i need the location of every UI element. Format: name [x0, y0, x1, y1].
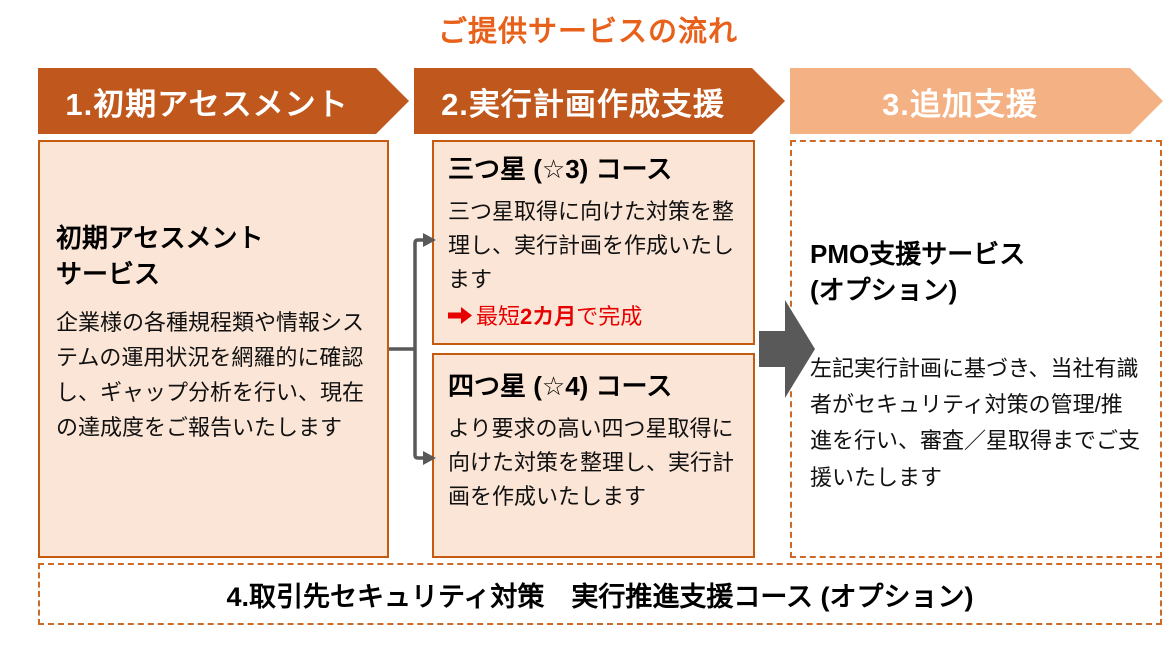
footer-course-label: 4.取引先セキュリティ対策 実行推進支援コース (オプション) — [226, 581, 974, 612]
note-prefix: 最短 — [476, 304, 521, 330]
pmo-heading-line2: (オプション) — [810, 275, 958, 306]
pmo-heading-line1: PMO支援サービス — [810, 239, 1026, 269]
assessment-heading-line1: 初期アセスメント — [56, 223, 264, 253]
assessment-heading: 初期アセスメント サービス — [56, 220, 371, 293]
step-2-header: 2.実行計画作成支援 — [414, 68, 785, 134]
four-star-course-box: 四つ星 (☆4) コース より要求の高い四つ星取得に向けた対策を整理し、実行計画… — [432, 353, 755, 558]
three-star-note: 最短2カ月で完成 — [448, 299, 739, 331]
pmo-body: 左記実行計画に基づき、当社有識者がセキュリティ対策の管理/推進を行い、審査／星取… — [810, 355, 1141, 490]
assessment-body: 企業様の各種規程類や情報システムの運用状況を網羅的に確認し、ギャップ分析を行い、… — [56, 309, 365, 441]
step-3-label: 3.追加支援 — [882, 86, 1038, 122]
bracket-connector — [389, 238, 424, 460]
assessment-heading-line2: サービス — [56, 259, 161, 290]
step-2-label: 2.実行計画作成支援 — [441, 86, 725, 122]
pmo-support-box: PMO支援サービス (オプション) 左記実行計画に基づき、当社有識者がセキュリテ… — [790, 140, 1162, 558]
three-star-heading: 三つ星 (☆3) コース — [448, 154, 673, 184]
note-bold: 2カ月 — [520, 304, 577, 330]
three-star-body: 三つ星取得に向けた対策を整理し、実行計画を作成いたします — [448, 199, 735, 293]
four-star-heading: 四つ星 (☆4) コース — [448, 371, 673, 401]
initial-assessment-box: 初期アセスメント サービス 企業様の各種規程類や情報システムの運用状況を網羅的に… — [38, 140, 389, 558]
red-arrow-icon — [448, 306, 472, 324]
step-1-label: 1.初期アセスメント — [65, 86, 349, 122]
pmo-heading: PMO支援サービス (オプション) — [810, 236, 1142, 309]
page-title: ご提供サービスの流れ — [437, 16, 738, 48]
four-star-body: より要求の高い四つ星取得に向けた対策を整理し、実行計画を作成いたします — [448, 416, 735, 510]
step-3-header: 3.追加支援 — [790, 68, 1163, 134]
note-suffix: で完成 — [576, 304, 643, 330]
footer-course-bar: 4.取引先セキュリティ対策 実行推進支援コース (オプション) — [38, 563, 1162, 625]
three-star-course-box: 三つ星 (☆3) コース 三つ星取得に向けた対策を整理し、実行計画を作成いたしま… — [432, 140, 755, 345]
step-1-header: 1.初期アセスメント — [38, 68, 409, 134]
three-star-note-text: 最短2カ月で完成 — [476, 299, 642, 331]
